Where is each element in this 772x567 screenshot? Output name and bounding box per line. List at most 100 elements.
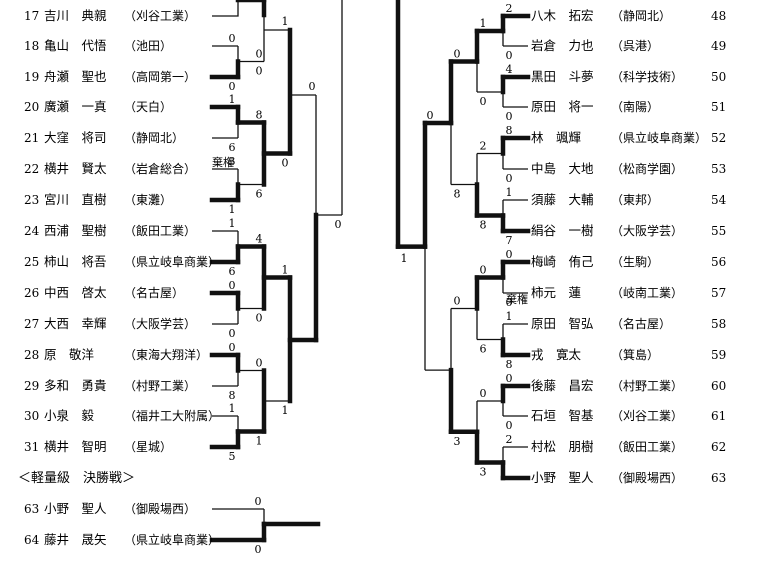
entry-number: 58: [711, 317, 726, 331]
score-label: 0: [506, 419, 513, 432]
player-name: 西浦 聖樹: [44, 223, 107, 238]
entry-number: 23: [24, 193, 39, 207]
school-name: （名古屋）: [124, 285, 184, 300]
player-name: 中西 啓太: [44, 285, 107, 300]
bye-label: 棄権: [506, 292, 528, 306]
score-label: 0: [506, 372, 513, 385]
player-name: 岩倉 力也: [531, 38, 594, 53]
school-name: （村野工業）: [124, 379, 196, 393]
entry-number: 63: [711, 471, 726, 485]
player-name: 横井 智明: [44, 439, 107, 454]
score-label: 4: [506, 63, 513, 76]
entry-number: 20: [24, 100, 39, 114]
player-name: 林 颯輝: [531, 130, 581, 145]
player-name: 須藤 大輔: [531, 192, 594, 207]
school-name: （御殿場西）: [611, 470, 683, 485]
score-label: 4: [256, 233, 263, 246]
score-label: 8: [454, 188, 461, 201]
school-name: （科学技術）: [611, 69, 683, 84]
player-name: 梅崎 侑己: [531, 254, 594, 269]
school-name: （岐南工業）: [611, 285, 683, 300]
score-label: 1: [229, 203, 236, 216]
score-label: 1: [282, 264, 289, 277]
player-name: 大西 幸輝: [44, 316, 107, 331]
entry-number: 19: [24, 70, 39, 84]
entry-number: 51: [711, 100, 726, 114]
player-name: 石垣 智基: [531, 408, 594, 423]
score-label: 0: [454, 48, 461, 61]
player-name: 亀山 代悟: [44, 38, 107, 53]
score-label: 6: [229, 265, 236, 278]
score-label: 0: [256, 312, 263, 325]
player-name: 戎 寛太: [531, 347, 582, 362]
score-label: 0: [229, 341, 236, 354]
player-name: 宮川 直樹: [44, 192, 107, 207]
school-name: （福井工大附属）: [124, 408, 220, 423]
entry-number: 29: [24, 379, 39, 393]
player-name: 吉川 典親: [44, 8, 107, 23]
score-label: 0: [506, 296, 513, 309]
score-label: 8: [506, 358, 513, 371]
school-name: （県立岐阜商業）: [124, 532, 220, 547]
school-name: （松商学園）: [611, 161, 683, 176]
school-name: （刈谷工業）: [124, 9, 196, 23]
player-name: 小泉 毅: [44, 408, 95, 423]
player-name: 後藤 昌宏: [531, 378, 594, 393]
entry-number: 17: [24, 9, 39, 23]
score-label: 1: [256, 435, 263, 448]
entry-number: 64: [24, 533, 40, 547]
entry-number: 30: [24, 409, 39, 423]
school-name: （飯田工業）: [611, 439, 683, 454]
school-name: （東邦）: [611, 193, 659, 207]
school-name: （飯田工業）: [124, 223, 196, 238]
score-label: 0: [506, 49, 513, 62]
school-name: （御殿場西）: [124, 501, 196, 516]
score-label: 0: [335, 218, 342, 231]
school-name: （池田）: [124, 39, 172, 53]
entry-number: 49: [711, 39, 726, 53]
score-label: 0: [480, 95, 487, 108]
player-name: 原 敬洋: [44, 347, 94, 362]
school-name: （天白）: [124, 99, 172, 114]
score-label: 6: [229, 141, 236, 154]
score-label: 0: [229, 80, 236, 93]
player-name: 原田 智弘: [531, 316, 594, 331]
score-label: 1: [480, 17, 487, 30]
school-name: （県立岐阜商業）: [611, 130, 707, 145]
entry-number: 53: [711, 162, 726, 176]
score-label: 3: [229, 155, 236, 168]
score-label: 3: [454, 435, 461, 448]
score-label: 0: [229, 327, 236, 340]
player-name: 藤井 晟矢: [44, 532, 107, 547]
score-label: 0: [229, 279, 236, 292]
player-name: 柿元 蓮: [531, 285, 582, 300]
player-name: 村松 朋樹: [531, 439, 594, 454]
school-name: （高岡第一）: [124, 69, 196, 84]
entry-number: 18: [24, 39, 39, 53]
player-name: 八木 拓宏: [531, 8, 594, 23]
entry-number: 21: [24, 131, 39, 145]
player-name: 横井 賢太: [44, 161, 107, 176]
player-name: 黒田 斗夢: [531, 69, 594, 84]
score-label: 0: [229, 32, 236, 45]
entry-number: 26: [24, 286, 39, 300]
section-heading: ＜軽量級 決勝戦＞: [18, 471, 135, 486]
entry-number: 27: [24, 317, 39, 331]
school-name: （静岡北）: [124, 131, 184, 145]
entry-number: 22: [24, 162, 39, 176]
school-name: （星城）: [124, 440, 172, 454]
score-label: 8: [480, 219, 487, 232]
player-name: 舟瀬 聖也: [44, 69, 107, 84]
score-label: 1: [229, 93, 236, 106]
score-label: 0: [256, 357, 263, 370]
school-name: （大阪学芸）: [611, 223, 683, 238]
score-label: 6: [256, 188, 263, 201]
score-label: 8: [229, 389, 236, 402]
entry-number: 25: [24, 255, 39, 269]
school-name: （箕島）: [611, 347, 659, 362]
school-name: （村野工業）: [611, 379, 683, 393]
score-label: 1: [506, 186, 513, 199]
player-name: 小野 聖人: [44, 501, 107, 516]
